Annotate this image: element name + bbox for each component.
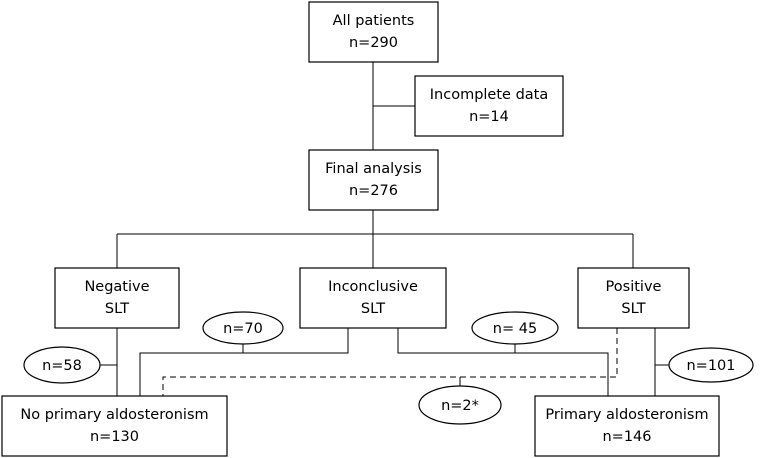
node-no-primary-aldosteronism: No primary aldosteronism n=130 — [1, 395, 228, 457]
node-all-patients-line1: All patients — [333, 13, 415, 29]
node-positive-slt-line2: SLT — [621, 301, 645, 317]
ellipse-n70-label: n=70 — [223, 321, 263, 337]
node-positive-slt-line1: Positive — [606, 279, 662, 295]
node-inconclusive-slt: Inconclusive SLT — [299, 267, 447, 329]
ellipse-n58: n=58 — [23, 346, 101, 384]
ellipse-n2: n=2* — [418, 385, 502, 425]
ellipse-n101: n=101 — [668, 347, 754, 383]
node-final-analysis-line1: Final analysis — [325, 161, 422, 177]
node-final-analysis-line2: n=276 — [349, 183, 398, 199]
ellipse-n45: n= 45 — [471, 311, 559, 345]
node-pa-line1: Primary aldosteronism — [545, 407, 708, 423]
node-incomplete-data-line2: n=14 — [469, 109, 509, 125]
ellipse-n2-label: n=2* — [441, 398, 479, 414]
node-inconclusive-slt-line1: Inconclusive — [328, 279, 418, 295]
node-inconclusive-slt-line2: SLT — [361, 301, 385, 317]
node-incomplete-data-line1: Incomplete data — [430, 87, 548, 103]
node-all-patients-line2: n=290 — [349, 35, 398, 51]
ellipse-n45-label: n= 45 — [493, 321, 537, 337]
connector-inconclusive-to-pa — [397, 328, 609, 396]
node-all-patients: All patients n=290 — [308, 1, 439, 63]
node-no-pa-line2: n=130 — [90, 429, 139, 445]
node-negative-slt-line1: Negative — [84, 279, 149, 295]
node-negative-slt-line2: SLT — [105, 301, 129, 317]
node-pa-line2: n=146 — [602, 429, 651, 445]
node-final-analysis: Final analysis n=276 — [308, 149, 439, 211]
connector-inconclusive-to-no-pa — [139, 328, 349, 396]
ellipse-n58-label: n=58 — [42, 358, 82, 374]
ellipse-n101-label: n=101 — [686, 358, 735, 374]
node-no-pa-line1: No primary aldosteronism — [20, 407, 208, 423]
node-incomplete-data: Incomplete data n=14 — [414, 75, 564, 137]
node-negative-slt: Negative SLT — [54, 267, 180, 329]
ellipse-n70: n=70 — [202, 311, 284, 345]
node-positive-slt: Positive SLT — [577, 267, 690, 329]
node-primary-aldosteronism: Primary aldosteronism n=146 — [534, 395, 720, 457]
connector-dashed-positive-to-no-pa — [162, 328, 618, 396]
connectors — [88, 62, 670, 396]
